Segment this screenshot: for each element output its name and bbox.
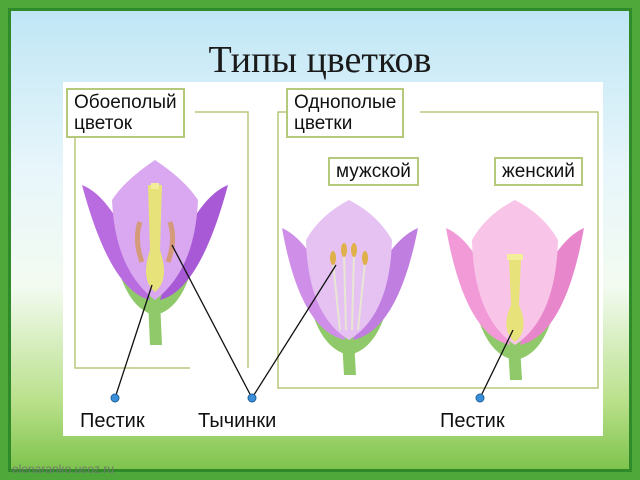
female-flower-box: женский	[494, 157, 583, 186]
slide-title: Типы цветков	[208, 39, 432, 81]
bisexual-box-line1: Обоеполый	[74, 92, 177, 113]
pointer-lines	[114, 244, 514, 399]
label-pistil-left: Пестик	[80, 410, 145, 432]
unisexual-flowers-box: Однополые цветки	[286, 88, 405, 138]
pointer-pistil-left	[114, 284, 153, 399]
bisexual-flower	[82, 160, 228, 345]
pointer-pistil-right	[479, 329, 514, 399]
unisexual-bracket	[277, 111, 599, 389]
pointer-stamen-bisexual	[171, 244, 253, 399]
bisexual-bracket	[74, 111, 249, 369]
unisexual-box-line2: цветки	[294, 113, 353, 134]
label-pistil-right: Пестик	[440, 410, 505, 432]
bisexual-box-line2: цветок	[74, 113, 133, 134]
pointer-dots	[110, 393, 485, 403]
label-stamens: Тычинки	[198, 410, 277, 432]
male-flower	[282, 200, 418, 375]
female-flower	[446, 200, 584, 380]
pointer-stamen-male	[251, 264, 337, 399]
male-flower-box: мужской	[328, 157, 419, 186]
bisexual-flower-box: Обоеполый цветок	[66, 88, 185, 138]
watermark: elenaranko.ucoz.ru	[12, 462, 115, 476]
unisexual-box-line1: Однополые	[294, 92, 397, 113]
